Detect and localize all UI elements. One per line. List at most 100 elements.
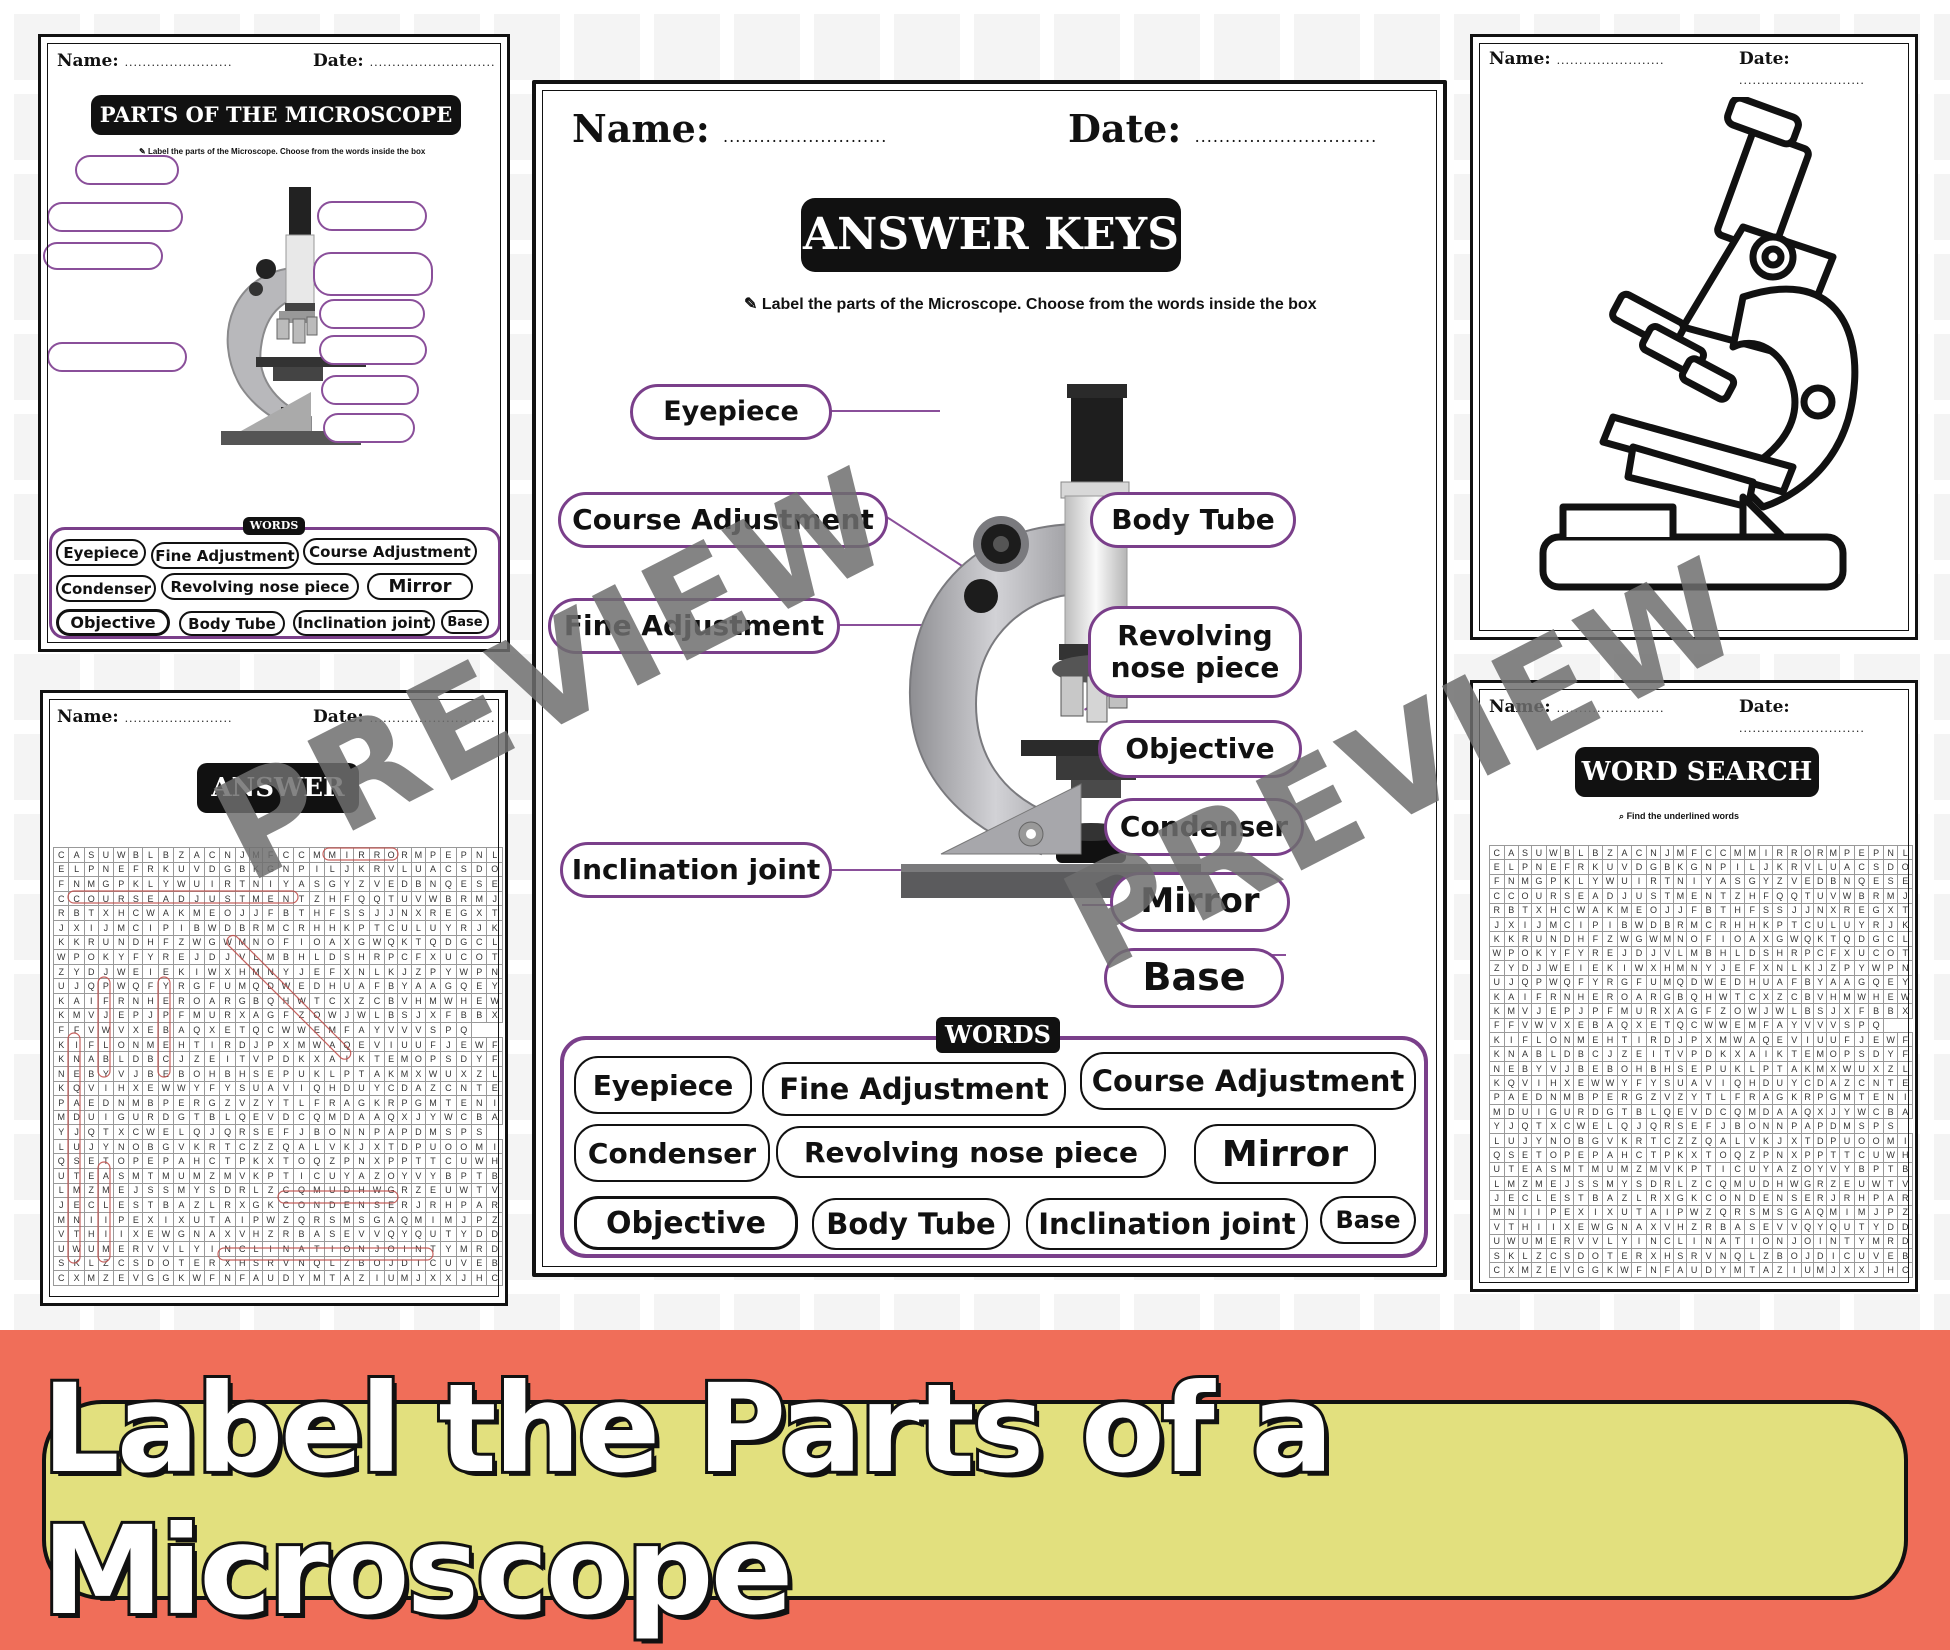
label-blank-7[interactable]: [319, 299, 425, 329]
grid-cell: P: [1587, 1089, 1604, 1106]
grid-cell: T: [1786, 916, 1803, 933]
page-title: ANSWER: [197, 763, 359, 813]
answer-search-worksheet: Name: ........................ Date: ...…: [40, 690, 508, 1306]
grid-cell: C: [1801, 1075, 1815, 1091]
grid-cell: W: [1645, 931, 1662, 947]
grid-cell: Q: [1518, 974, 1533, 990]
grid-cell: F: [1729, 1089, 1746, 1106]
grid-cell: R: [1631, 1132, 1647, 1149]
date-field[interactable]: Date: ............................: [1739, 49, 1915, 89]
grid-cell: C: [1489, 888, 1505, 904]
grid-cell: P: [1518, 859, 1533, 875]
grid-cell: R: [1602, 988, 1618, 1005]
grid-cell: T: [1771, 1060, 1788, 1077]
date-field[interactable]: Date: ............................: [313, 51, 496, 71]
grid-cell: T: [1801, 1132, 1815, 1149]
grid-cell: S: [1560, 888, 1575, 904]
grid-cell: J: [1531, 1003, 1547, 1019]
grid-cell: I: [1839, 1204, 1855, 1221]
grid-cell: X: [1897, 1003, 1913, 1019]
grid-cell: J: [1826, 1262, 1841, 1278]
date-field[interactable]: Date: ..............................: [1068, 106, 1377, 151]
grid-cell: E: [1545, 1233, 1562, 1249]
grid-cell: X: [1882, 902, 1899, 918]
grid-cell: T: [1602, 1247, 1618, 1264]
label-blank-10[interactable]: [323, 413, 415, 443]
grid-cell: E: [68, 1197, 85, 1213]
label-blank-9[interactable]: [321, 375, 419, 405]
grid-cell: D: [1631, 859, 1647, 875]
grid-cell: V: [1660, 1219, 1675, 1235]
grid-cell: B: [1897, 1161, 1913, 1177]
grid-cell: D: [1868, 1046, 1884, 1062]
grid-cell: J: [1631, 1118, 1647, 1134]
date-field[interactable]: Date: ............................: [313, 707, 496, 727]
grid-cell: G: [1868, 931, 1884, 947]
grid-cell: P: [1660, 1147, 1675, 1163]
grid-cell: W: [1700, 974, 1717, 990]
grid-cell: K: [1673, 1147, 1688, 1163]
grid-cell: V: [1660, 1161, 1675, 1177]
grid-cell: A: [1771, 1017, 1788, 1034]
label-blank-5[interactable]: [317, 201, 427, 231]
grid-cell: C: [1853, 1075, 1870, 1091]
name-field[interactable]: Name: ...........................: [572, 106, 887, 151]
grid-cell: J: [368, 1241, 386, 1257]
grid-cell: X: [1503, 1262, 1520, 1278]
grid-cell: E: [1686, 1060, 1702, 1077]
label-body-tube: Body Tube: [1090, 492, 1296, 548]
grid-cell: J: [1673, 1032, 1688, 1048]
label-blank-1[interactable]: [75, 155, 179, 185]
grid-cell: Q: [1503, 1075, 1520, 1091]
grid-cell: R: [1813, 844, 1828, 861]
label-blank-4[interactable]: [47, 342, 187, 372]
date-field[interactable]: Date: ............................: [1739, 697, 1915, 737]
grid-cell: E: [1758, 1219, 1773, 1235]
name-field[interactable]: Name: ........................: [1489, 49, 1664, 69]
grid-cell: Z: [1826, 960, 1841, 976]
grid-cell: E: [1545, 1190, 1562, 1206]
grid-cell: D: [1560, 931, 1575, 947]
grid-cell: U: [262, 1270, 279, 1286]
grid-cell: J: [1771, 1132, 1788, 1149]
grid-cell: J: [1868, 1262, 1884, 1278]
grid-cell: I: [1758, 1046, 1773, 1062]
name-field[interactable]: Name: ........................: [1489, 697, 1664, 717]
grid-cell: W: [1531, 1017, 1547, 1034]
label-blank-3[interactable]: [43, 242, 163, 270]
grid-cell: R: [1545, 988, 1562, 1005]
name-field[interactable]: Name: ........................: [57, 707, 232, 727]
name-field[interactable]: Name: ........................: [57, 51, 232, 71]
grid-cell: B: [1587, 1190, 1604, 1206]
grid-cell: L: [1744, 859, 1760, 875]
grid-cell: E: [1560, 1204, 1575, 1221]
grid-cell: M: [1686, 916, 1702, 933]
label-blank-8[interactable]: [319, 335, 427, 365]
grid-cell: Q: [1616, 1017, 1633, 1034]
label-blank-2[interactable]: [47, 202, 183, 232]
grid-cell: N: [1645, 1233, 1662, 1249]
grid-cell: O: [1744, 1118, 1760, 1134]
word-bank-item: Fine Adjustment: [151, 542, 299, 569]
grid-cell: U: [1868, 1147, 1884, 1163]
grid-cell: D: [1573, 1247, 1589, 1264]
grid-cell: C: [1868, 1104, 1884, 1120]
grid-cell: D: [1531, 1089, 1547, 1106]
word-bank-item: Eyepiece: [56, 539, 146, 566]
grid-cell: U: [1531, 844, 1547, 861]
grid-cell: D: [1744, 945, 1760, 962]
grid-cell: W: [1715, 1017, 1731, 1034]
grid-cell: K: [1489, 1046, 1505, 1062]
grid-cell: S: [1587, 1175, 1604, 1192]
label-blank-6[interactable]: [313, 252, 433, 296]
grid-cell: Z: [1771, 873, 1788, 890]
grid-cell: L: [1573, 844, 1589, 861]
grid-cell: F: [1560, 945, 1575, 962]
grid-cell: N: [1897, 960, 1913, 976]
grid-cell: F: [1758, 888, 1773, 904]
grid-cell: C: [1868, 945, 1884, 962]
grid-cell: A: [1771, 974, 1788, 990]
